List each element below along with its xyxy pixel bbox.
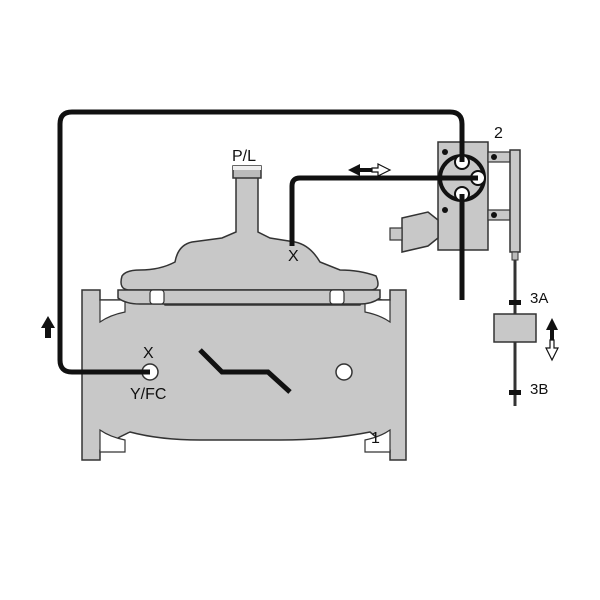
float [493,313,537,343]
float-assembly [493,149,537,406]
valve-lower-body [81,289,407,461]
valve-seat-line [198,348,292,394]
label-cover-x: X [288,248,299,265]
tubing-pilot-to-cover [289,175,478,246]
control-tubing [57,109,478,375]
pilot-assembly [389,141,511,253]
outlet-port [335,363,353,381]
label-float-upper: 3A [530,290,548,307]
double-arrow-vertical-icon [545,318,559,362]
label-inlet-x: X [143,345,154,362]
valve-body [81,165,407,461]
valve-cover [120,175,379,291]
label-pl: P/L [232,148,256,165]
double-arrow-horizontal-icon [348,163,392,177]
tubing-inlet-to-pilot [57,109,465,375]
label-pilot: 2 [494,125,503,142]
label-inlet-yfc: Y/FC [130,386,166,403]
arrow-up-icon [41,316,55,338]
float-guide-tube [509,149,521,253]
pilot-actuator [401,211,439,253]
upper-stop-3a [509,300,521,305]
lower-stop-3b [509,390,521,395]
label-valve-body: 1 [371,430,380,447]
label-float-lower: 3B [530,381,548,398]
